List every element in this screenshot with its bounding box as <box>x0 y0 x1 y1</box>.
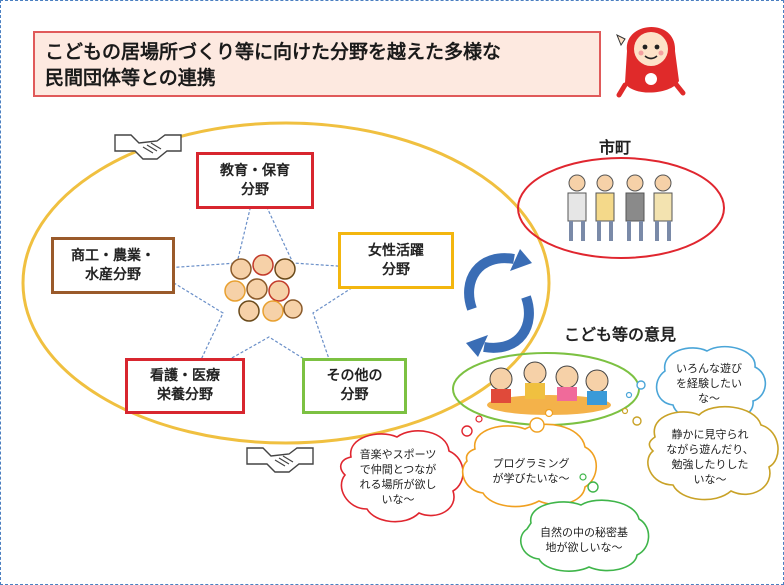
bubble-play-line-1: いろんな遊び <box>676 362 742 375</box>
bubble-music-shape <box>339 430 464 523</box>
municipality-ring <box>517 157 725 259</box>
page-title: こどもの居場所づくり等に向けた分野を越えた多様な 民間団体等との連携 <box>33 31 601 97</box>
field-education: 教育・保育 分野 <box>196 152 314 209</box>
bubble-music-line-3: れる場所が欲し <box>359 478 437 491</box>
officials-icon <box>567 174 673 241</box>
bubble-quiet-line-3: 勉強したりした <box>671 458 749 471</box>
bubble-quiet-line-1: 静かに見守られ <box>671 428 749 441</box>
bubble-programming: プログラミング が学びたいな～ <box>479 456 583 486</box>
field-nursing-line-1: 看護・医療 <box>150 368 220 384</box>
field-commerce-line-1: 商工・農業・ <box>71 247 155 264</box>
children-opinion-label: こども等の意見 <box>564 325 677 344</box>
children-icon <box>487 361 611 415</box>
mascot-icon <box>616 26 686 98</box>
field-other-line-2: 分野 <box>340 387 369 403</box>
title-line-2: 民間団体等との連携 <box>45 67 216 89</box>
handshake-icon <box>246 447 314 473</box>
bubble-music: 音楽やスポーツ で仲間とつなが れる場所が欲し いな～ <box>351 447 445 507</box>
bubble-quiet-shape <box>647 405 779 501</box>
field-commerce: 商工・農業・ 水産分野 <box>51 237 175 294</box>
partnership-ring <box>21 121 551 445</box>
bubble-music-line-4: いな～ <box>381 493 415 506</box>
bubble-programming-line-2: が学びたいな～ <box>492 472 570 485</box>
bubble-nature-shape <box>519 499 650 572</box>
field-nursing-line-2: 栄養分野 <box>157 387 213 403</box>
bubble-quiet-line-2: ながら遊んだり、 <box>666 443 754 456</box>
bubble-play-line-3: な～ <box>698 392 720 405</box>
bubble-play: いろんな遊び を経験したい な～ <box>669 361 749 406</box>
field-education-line-2: 分野 <box>241 181 269 198</box>
field-women: 女性活躍 分野 <box>338 232 454 289</box>
bubble-music-line-2: で仲間とつなが <box>359 463 437 476</box>
children-icon <box>224 254 303 322</box>
bubble-quiet: 静かに見守られ ながら遊んだり、 勉強したりした いな～ <box>657 427 763 487</box>
field-other-line-1: その他の <box>326 368 383 384</box>
bubble-quiet-line-4: いな～ <box>693 473 727 486</box>
bubble-play-line-2: を経験したい <box>676 377 742 390</box>
field-education-line-1: 教育・保育 <box>220 162 290 179</box>
cycle-arrows-icon <box>464 249 534 357</box>
field-women-line-1: 女性活躍 <box>368 242 424 259</box>
field-commerce-line-2: 水産分野 <box>85 266 141 283</box>
field-nursing: 看護・医療 栄養分野 <box>125 358 245 414</box>
bubble-music-line-1: 音楽やスポーツ <box>359 448 437 461</box>
handshake-icon <box>114 134 182 160</box>
title-line-1: こどもの居場所づくり等に向けた分野を越えた多様な <box>45 41 502 63</box>
bubble-programming-shape <box>461 423 598 508</box>
municipality-label: 市町 <box>599 138 632 157</box>
bubble-play-shape <box>655 345 767 421</box>
field-other: その他の 分野 <box>302 358 407 414</box>
bubble-nature: 自然の中の秘密基 地が欲しいな～ <box>531 525 637 555</box>
bubble-programming-line-1: プログラミング <box>492 457 570 470</box>
field-women-line-2: 分野 <box>382 261 410 278</box>
bubble-nature-line-1: 自然の中の秘密基 <box>540 526 628 539</box>
bubble-nature-line-2: 地が欲しいな～ <box>545 541 623 554</box>
